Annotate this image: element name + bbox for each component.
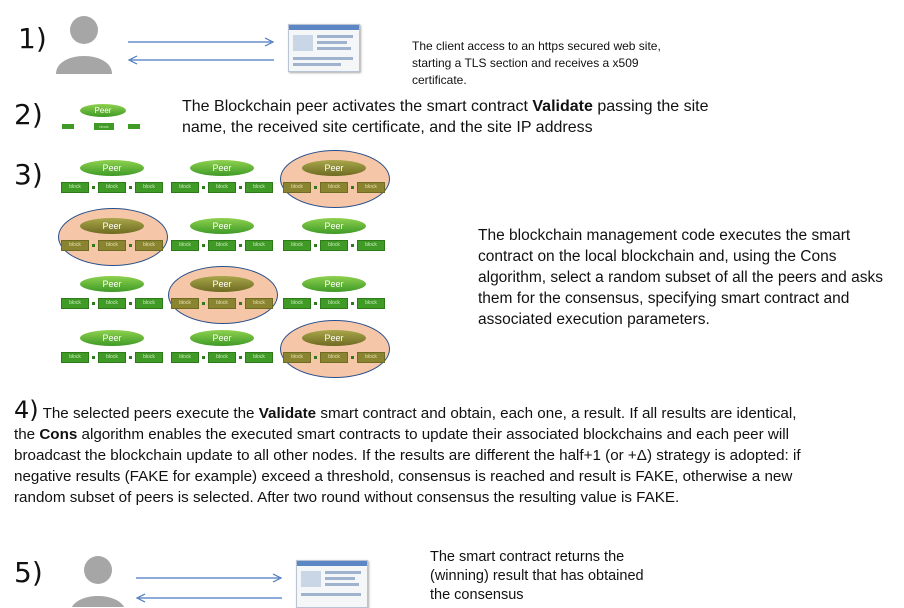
peer-node: Peer block block block xyxy=(244,218,424,258)
peer-node: Peer block block block xyxy=(132,330,312,370)
peer-label: Peer xyxy=(190,330,254,346)
peer-node: Peer block block block xyxy=(22,276,202,316)
selected-peer-highlight xyxy=(168,266,278,324)
step-3-text: The blockchain management code executes … xyxy=(478,227,883,328)
peer-node: Peer block block block xyxy=(132,160,312,200)
step-2-text: The Blockchain peer activates the smart … xyxy=(182,98,709,136)
block-label: block xyxy=(135,182,163,193)
block-label: block xyxy=(245,352,273,363)
step-3-number: 3) xyxy=(14,158,43,191)
block-label: block xyxy=(357,298,385,309)
peer-node: Peer block block block xyxy=(22,160,202,200)
peer-label: Peer xyxy=(302,276,366,292)
step-1-number: 1) xyxy=(18,22,47,55)
selected-peer-highlight xyxy=(58,208,168,266)
user-icon-bottom xyxy=(66,550,130,607)
block-label: block xyxy=(61,182,89,193)
website-screenshot-icon xyxy=(288,24,360,72)
block-label: block xyxy=(357,240,385,251)
block-label: block xyxy=(208,352,236,363)
block-label: block xyxy=(98,240,126,251)
block-label: block xyxy=(245,240,273,251)
peer-label: Peer xyxy=(302,218,366,234)
block-label: block xyxy=(135,298,163,309)
block-label: block xyxy=(61,352,89,363)
exchange-arrows-icon xyxy=(127,37,275,65)
block-label: block xyxy=(171,352,199,363)
block-label: block xyxy=(245,182,273,193)
peer-label: Peer xyxy=(302,330,366,346)
block-label: block xyxy=(208,298,236,309)
block-label: block xyxy=(283,352,311,363)
peer-label: Peer xyxy=(190,218,254,234)
step-4-text: 4) The selected peers execute the Valida… xyxy=(14,396,801,506)
block-label: block xyxy=(245,298,273,309)
peer-node: Peer block block block xyxy=(132,276,312,316)
block-label: block xyxy=(61,298,89,309)
block-label: block xyxy=(171,298,199,309)
block-label: block xyxy=(283,240,311,251)
block-label: block xyxy=(320,298,348,309)
block-label: block xyxy=(320,352,348,363)
block-label: block xyxy=(61,240,89,251)
selected-peer-highlight xyxy=(280,320,390,378)
block-label: block xyxy=(98,298,126,309)
block-label: block xyxy=(98,182,126,193)
peer-node: Peer block block block xyxy=(132,218,312,258)
block-label: block xyxy=(320,182,348,193)
peer-node: Peer block block block xyxy=(22,218,202,258)
step-5-text: The smart contract returns the (winning)… xyxy=(430,549,644,603)
block-label: block xyxy=(171,182,199,193)
peer-label: Peer xyxy=(190,160,254,176)
peer-label: Peer xyxy=(80,330,144,346)
peer-label: Peer xyxy=(302,160,366,176)
block-label: block xyxy=(283,182,311,193)
selected-peer-highlight xyxy=(280,150,390,208)
peer-node: Peer block block block xyxy=(22,330,202,370)
block-label: block xyxy=(357,352,385,363)
block-label: block xyxy=(94,123,114,130)
block-label: block xyxy=(320,240,348,251)
website-screenshot-icon-bottom xyxy=(296,560,368,608)
step-4-number: 4) xyxy=(14,396,39,424)
peer-node: Peer block block block xyxy=(244,276,424,316)
block-label: block xyxy=(135,352,163,363)
block-label: block xyxy=(98,352,126,363)
block-label: block xyxy=(171,240,199,251)
exchange-arrows-icon-bottom xyxy=(135,573,283,603)
peer-label: Peer xyxy=(80,160,144,176)
block-label: block xyxy=(208,240,236,251)
peer-label: Peer xyxy=(80,104,126,117)
peer-label: Peer xyxy=(190,276,254,292)
step-2-number: 2) xyxy=(14,98,43,131)
block-label: block xyxy=(283,298,311,309)
peer-node: Peer block block block xyxy=(244,330,424,370)
step-5-number: 5) xyxy=(14,556,43,589)
block-label: block xyxy=(135,240,163,251)
peer-label: Peer xyxy=(80,218,144,234)
block-label: block xyxy=(357,182,385,193)
step-2-peer-icon: Peer block xyxy=(62,104,142,136)
step-1-text: The client access to an https secured we… xyxy=(412,39,661,87)
peer-label: Peer xyxy=(80,276,144,292)
block-label: block xyxy=(208,182,236,193)
user-icon xyxy=(52,10,116,74)
peer-node: Peer block block block xyxy=(244,160,424,200)
